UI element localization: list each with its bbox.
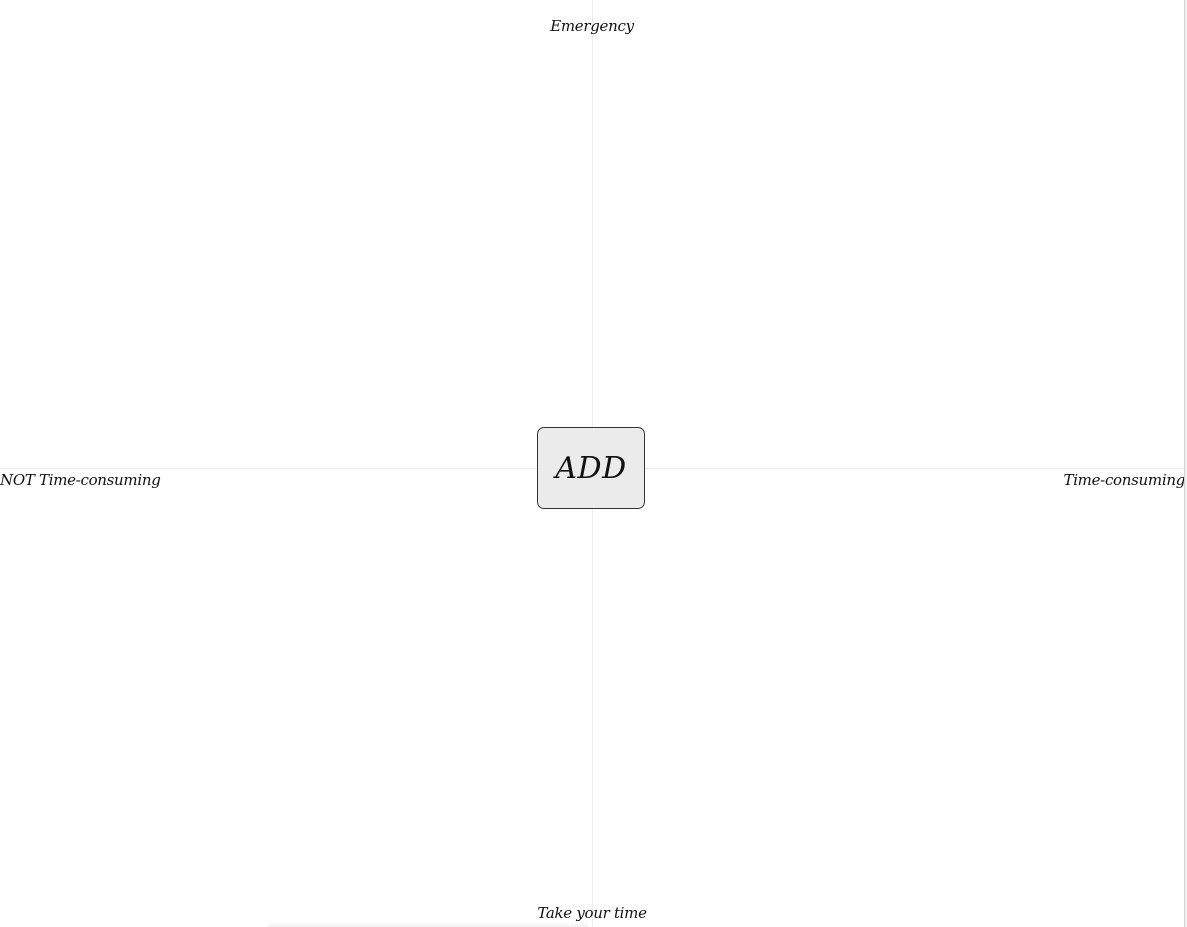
top-axis-label: Emergency — [550, 17, 634, 35]
left-axis-label: NOT Time-consuming — [0, 471, 161, 489]
window-right-edge — [1184, 0, 1187, 927]
right-axis-label: Time-consuming — [1063, 471, 1185, 489]
bottom-panel-shadow — [268, 922, 588, 927]
add-button[interactable]: ADD — [537, 427, 645, 509]
bottom-axis-label: Take your time — [537, 904, 647, 922]
